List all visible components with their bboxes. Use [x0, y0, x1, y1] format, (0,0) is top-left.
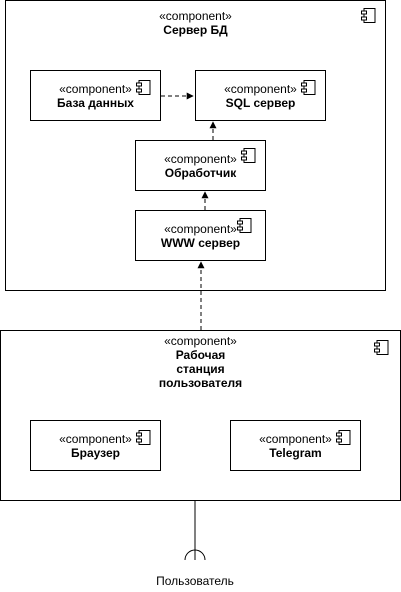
component-icon [336, 430, 351, 445]
handler-component[interactable]: «component» Обработчик [135, 140, 266, 191]
sql-server-component[interactable]: «component» SQL сервер [195, 70, 326, 121]
www-server-name: WWW сервер [160, 236, 241, 250]
workstation-name-line-2: станция [176, 362, 225, 376]
telegram-component[interactable]: «component» Telegram [230, 420, 361, 471]
handler-name: Обработчик [164, 166, 237, 180]
stereotype-label: «component» [164, 222, 237, 236]
component-icon [136, 430, 151, 445]
telegram-name: Telegram [269, 446, 322, 460]
stereotype-label: «component» [164, 334, 237, 348]
stereotype-label: «component» [224, 82, 297, 96]
sql-server-name: SQL сервер [225, 96, 296, 110]
workstation-name-line-1: Рабочая [175, 348, 226, 362]
workstation-group[interactable]: «component» Рабочая станция пользователя [0, 330, 401, 501]
component-icon [237, 218, 252, 233]
database-name: База данных [57, 96, 134, 110]
stereotype-label: «component» [59, 432, 132, 446]
database-component[interactable]: «component» База данных [30, 70, 161, 121]
www-server-component[interactable]: «component» WWW сервер [135, 210, 266, 261]
browser-component[interactable]: «component» Браузер [30, 420, 161, 471]
stereotype-label: «component» [59, 82, 132, 96]
component-icon [241, 148, 256, 163]
component-icon [361, 8, 376, 23]
server-group-name: Сервер БД [163, 23, 228, 37]
component-icon [374, 340, 389, 355]
user-label: Пользователь [156, 574, 234, 588]
required-interface [184, 500, 206, 561]
stereotype-label: «component» [159, 9, 232, 23]
workstation-name-line-3: пользователя [158, 376, 243, 390]
server-group[interactable]: «component» Сервер БД [5, 0, 386, 291]
browser-name: Браузер [71, 446, 120, 460]
stereotype-label: «component» [259, 432, 332, 446]
component-icon [301, 80, 316, 95]
component-icon [136, 80, 151, 95]
stereotype-label: «component» [164, 152, 237, 166]
